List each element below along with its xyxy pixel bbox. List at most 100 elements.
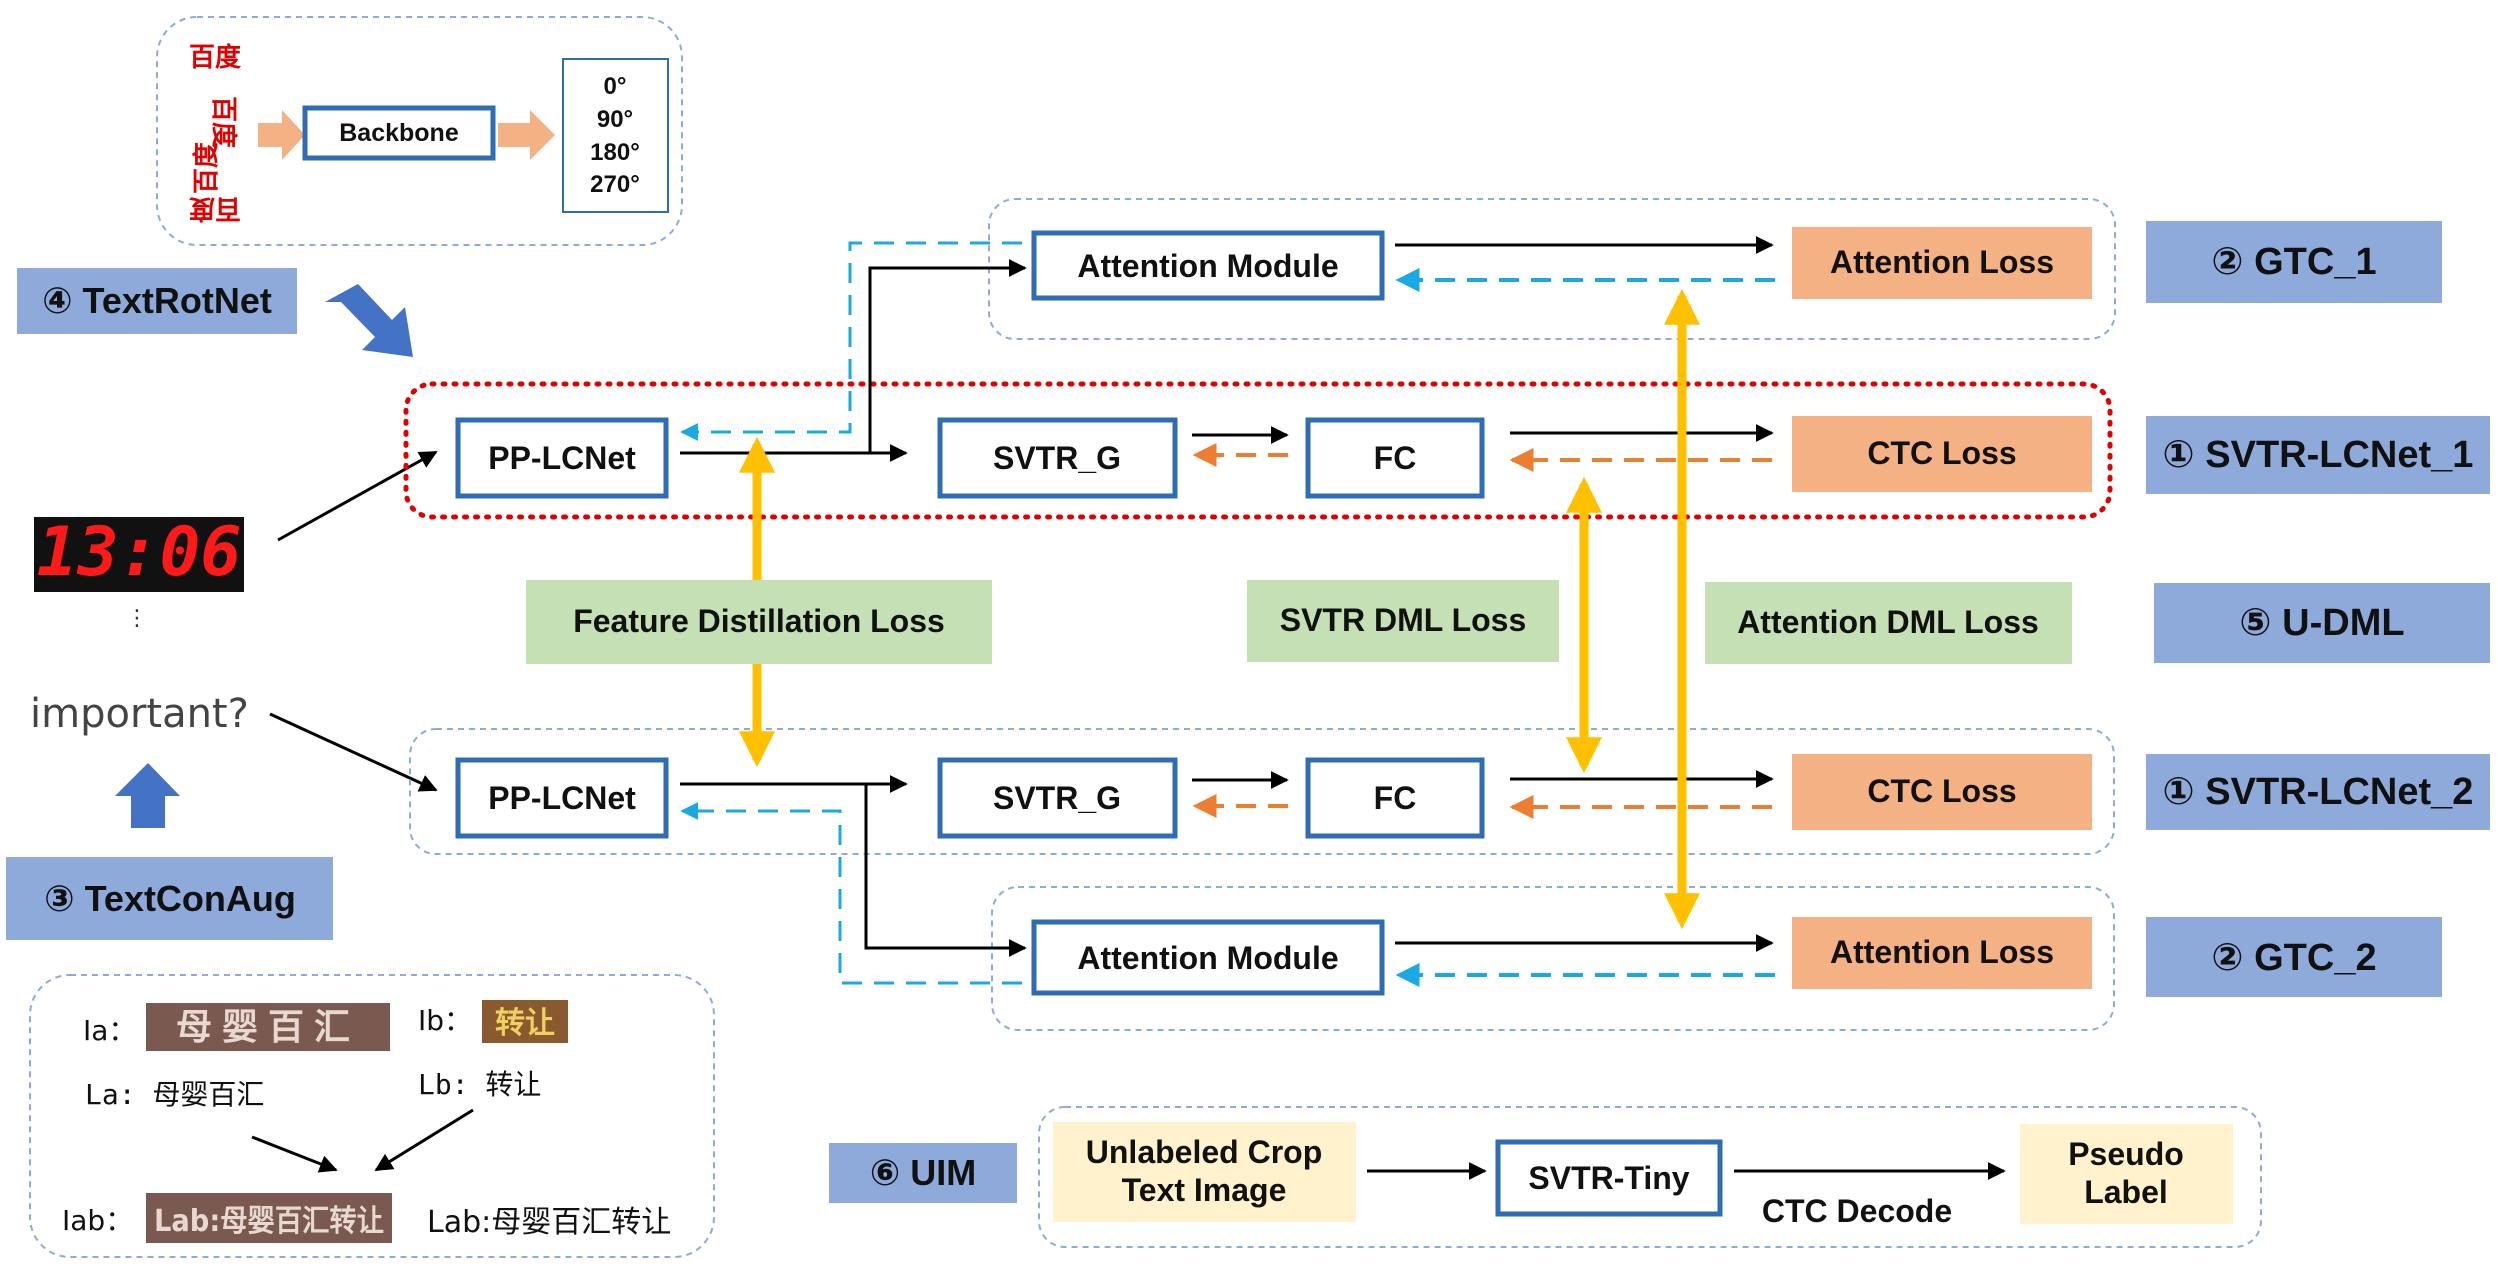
ctc-loss-1 bbox=[1792, 416, 2092, 492]
pseudo-line2: Label bbox=[2084, 1174, 2168, 1210]
attention-module-1-label: Attention Module bbox=[1077, 248, 1338, 284]
svtr-lcnet2-label-bg bbox=[2146, 754, 2490, 830]
attention-loss-1-label: Attention Loss bbox=[1830, 244, 2054, 280]
textrotnet-section: 百度 百度 百度 百度 Backbone 0° 90° 180° 270° ④ … bbox=[17, 16, 683, 357]
svtr-dml-label: SVTR DML Loss bbox=[1280, 602, 1527, 638]
la-label: La: 母婴百汇 bbox=[85, 1078, 264, 1111]
svtr-lcnet2-container bbox=[409, 728, 2115, 855]
lb-label: Lb: 转让 bbox=[418, 1068, 541, 1101]
angles-box bbox=[562, 58, 669, 213]
svtr-lcnet1-label: ① SVTR-LCNet_1 bbox=[2163, 434, 2474, 476]
branch-1: Attention Module Attention Loss PP-LCNet… bbox=[403, 198, 2116, 520]
ctc-loss-2-label: CTC Loss bbox=[1867, 773, 2016, 809]
image-ab bbox=[146, 1193, 392, 1243]
ctc-decode-label: CTC Decode bbox=[1762, 1193, 1952, 1229]
fc-2 bbox=[1305, 757, 1485, 839]
attention-dml-label: Attention DML Loss bbox=[1737, 604, 2039, 640]
word-to-lcnet2-arrow bbox=[269, 712, 438, 792]
image-b-text: 转让 bbox=[495, 1006, 555, 1041]
pplcnet-1-label: PP-LCNet bbox=[488, 440, 636, 476]
attention-loss-2-label: Attention Loss bbox=[1830, 934, 2054, 970]
fc-1 bbox=[1305, 417, 1485, 499]
gtc1-label: ② GTC_1 bbox=[2211, 241, 2376, 283]
textrotnet-label: ④ TextRotNet bbox=[42, 280, 272, 321]
pplcnet-1 bbox=[455, 417, 669, 499]
rot-chars-180: 百度 bbox=[189, 193, 241, 224]
gtc2-label: ② GTC_2 bbox=[2211, 937, 2376, 979]
pplcnet-2-label: PP-LCNet bbox=[488, 780, 636, 816]
gtc1-label-bg bbox=[2146, 221, 2442, 303]
textrotnet-label-bg bbox=[17, 268, 297, 334]
attention-module-1 bbox=[1031, 230, 1385, 301]
svtr-lcnet2-label: ① SVTR-LCNet_2 bbox=[2163, 771, 2474, 813]
svtr-g-1 bbox=[937, 417, 1178, 499]
attention-module-2-label: Attention Module bbox=[1077, 940, 1338, 976]
svtr-g-2-label: SVTR_G bbox=[993, 780, 1121, 816]
distillation-links: Feature Distillation Loss SVTR DML Loss … bbox=[526, 288, 2072, 930]
svtr-g-1-label: SVTR_G bbox=[993, 440, 1121, 476]
feature-distillation-box bbox=[526, 580, 992, 664]
clock-to-lcnet1-arrow bbox=[277, 450, 438, 542]
angle-180: 180° bbox=[590, 139, 640, 166]
conaug-example-container bbox=[29, 974, 715, 1258]
pseudo-line1: Pseudo bbox=[2068, 1136, 2184, 1172]
udml-label-bg bbox=[2154, 583, 2490, 663]
image-a bbox=[146, 1003, 390, 1051]
ia-label: Ia： bbox=[83, 1014, 136, 1047]
angle-270: 270° bbox=[590, 171, 640, 198]
pseudo-label-box bbox=[2020, 1124, 2233, 1224]
lb-to-lab-arrow bbox=[374, 1108, 474, 1172]
image-a-text: 母婴百汇 bbox=[176, 1007, 360, 1048]
udml-label: ⑤ U-DML bbox=[2239, 602, 2404, 644]
attention-module-2 bbox=[1031, 919, 1385, 996]
textconaug-label-bg bbox=[6, 857, 333, 940]
right-labels: ② GTC_1 ① SVTR-LCNet_1 ⑤ U-DML ① SVTR-LC… bbox=[2146, 221, 2490, 997]
attn1-to-lcnet1-grad bbox=[680, 241, 1022, 441]
textconaug-up-arrow bbox=[115, 763, 180, 828]
gtc2-container bbox=[991, 886, 2115, 1031]
iab-label: Iab： bbox=[62, 1204, 133, 1237]
rot-input-arrow bbox=[258, 110, 305, 160]
rot-chars-90: 百度 bbox=[208, 96, 239, 148]
textconaug-section: 13:06 ⋮ important? ③ TextConAug Ia： 母婴百汇… bbox=[6, 450, 715, 1258]
backbone-label: Backbone bbox=[339, 119, 459, 147]
attention-loss-2 bbox=[1792, 917, 2092, 989]
ctc-loss-2 bbox=[1792, 754, 2092, 830]
clock-display bbox=[34, 517, 244, 592]
uim-label: ⑥ UIM bbox=[870, 1152, 976, 1193]
pplcnet-2 bbox=[455, 757, 669, 839]
textconaug-label: ③ TextConAug bbox=[44, 878, 296, 919]
image-ab-text: Lab:母婴百汇转让 bbox=[154, 1204, 384, 1239]
uim-container bbox=[1038, 1106, 2262, 1248]
feature-distillation-label: Feature Distillation Loss bbox=[573, 603, 945, 639]
lab-label: Lab:母婴百汇转让 bbox=[427, 1205, 671, 1240]
image-b bbox=[482, 1000, 568, 1043]
textrotnet-big-arrow bbox=[325, 284, 413, 357]
svtr-tiny-label: SVTR-Tiny bbox=[1528, 1160, 1689, 1196]
angle-90: 90° bbox=[597, 106, 633, 133]
uim-label-bg bbox=[829, 1143, 1017, 1203]
unlabeled-image-box bbox=[1053, 1122, 1356, 1222]
backbone-box bbox=[302, 105, 496, 161]
fc-1-label: FC bbox=[1374, 440, 1417, 476]
textrotnet-container bbox=[156, 16, 683, 246]
unlabeled-line1: Unlabeled Crop bbox=[1086, 1134, 1322, 1170]
la-to-lab-arrow bbox=[251, 1135, 338, 1173]
clock-text: 13:06 bbox=[37, 513, 242, 592]
svtr-lcnet1-label-bg bbox=[2146, 416, 2490, 494]
lcnet2-to-attn2-arrow bbox=[864, 784, 1027, 957]
unlabeled-line2: Text Image bbox=[1122, 1172, 1287, 1208]
gtc2-label-bg bbox=[2146, 917, 2442, 997]
lcnet1-to-attn1-arrow bbox=[868, 259, 1027, 453]
branch-2: PP-LCNet SVTR_G FC CTC Loss Attention Mo… bbox=[409, 728, 2115, 1031]
ellipsis: ⋮ bbox=[126, 605, 148, 630]
rot-chars-upright: 百度 bbox=[189, 42, 241, 73]
angle-0: 0° bbox=[604, 73, 627, 100]
svtr-lcnet1-container bbox=[403, 381, 2113, 520]
ib-label: Ib： bbox=[418, 1004, 472, 1037]
attention-dml-box bbox=[1705, 582, 2072, 664]
ctc-loss-1-label: CTC Loss bbox=[1867, 435, 2016, 471]
important-word: important? bbox=[30, 691, 249, 737]
fc-2-label: FC bbox=[1374, 780, 1417, 816]
